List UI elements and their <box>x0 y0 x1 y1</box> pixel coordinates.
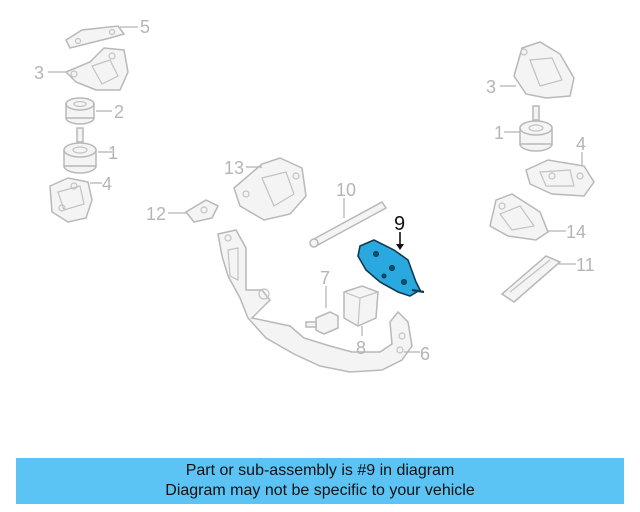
callout-11: 11 <box>576 255 595 275</box>
part-3-right-bracket <box>513 41 575 99</box>
part-5-bracket <box>65 25 126 49</box>
callout-13: 13 <box>224 158 244 178</box>
part-1-left-mount <box>63 127 97 174</box>
callout-4-right: 4 <box>576 134 586 154</box>
part-6-crossmember <box>217 229 413 373</box>
part-9-bracket-highlighted <box>357 239 425 297</box>
part-2-cushion <box>65 97 95 125</box>
callout-7: 7 <box>320 268 330 288</box>
callout-3-right: 3 <box>486 77 496 97</box>
caption: Part or sub-assembly is #9 in diagram Di… <box>16 458 624 504</box>
callout-3-left: 3 <box>34 63 44 83</box>
callout-10: 10 <box>336 180 356 200</box>
callout-9: 9 <box>394 213 405 235</box>
part-1-right-mount <box>519 105 553 152</box>
part-7-bolt <box>305 311 339 335</box>
caption-line-2: Diagram may not be specific to your vehi… <box>165 482 475 499</box>
callout-1-right: 1 <box>494 123 504 143</box>
callout-12: 12 <box>146 204 166 224</box>
callout-8: 8 <box>356 338 366 358</box>
part-4-left-bracket <box>49 177 93 223</box>
callout-6: 6 <box>420 344 430 364</box>
part-11-strut <box>500 255 562 303</box>
callout-2: 2 <box>114 102 124 122</box>
part-14-bracket <box>489 193 549 241</box>
callout-5: 5 <box>140 17 150 37</box>
callout-1-left: 1 <box>108 143 118 163</box>
part-13-bracket <box>233 157 307 221</box>
caption-banner <box>16 458 624 504</box>
callout-4-left: 4 <box>102 174 112 194</box>
part-3-left-bracket <box>64 47 129 91</box>
part-12-plate <box>184 199 220 223</box>
caption-line-1: Part or sub-assembly is #9 in diagram <box>185 462 455 479</box>
callout-14: 14 <box>566 222 586 242</box>
part-4-right-bracket <box>525 159 595 197</box>
part-10-rod <box>309 201 388 248</box>
parts-diagram: 5 3 2 1 4 13 <box>34 17 595 373</box>
part-8-block <box>343 285 379 327</box>
